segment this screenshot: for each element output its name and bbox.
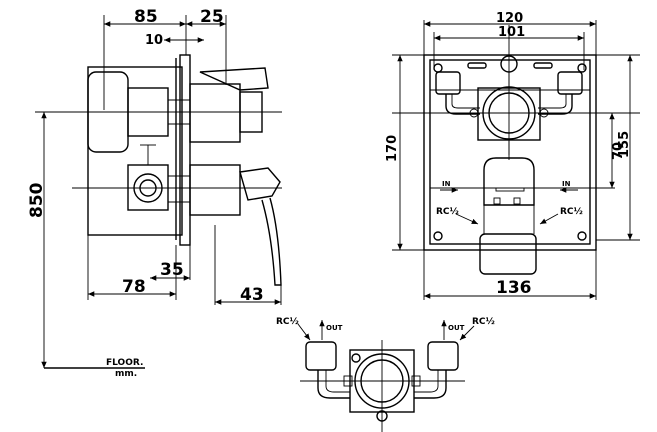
screw-bl xyxy=(433,231,443,241)
dim-43: 43 xyxy=(240,285,264,305)
dim-85: 85 xyxy=(134,7,158,27)
front-inner-box xyxy=(429,59,591,245)
in-right-label: IN xyxy=(562,180,571,188)
side-upper-cartridge xyxy=(189,83,241,143)
dim-101: 101 xyxy=(498,25,525,40)
side-view: 85 25 10 850 FLOOR. mm. 35 78 43 xyxy=(27,7,282,379)
rc-bottom-right: RC½ xyxy=(472,316,495,327)
side-handle xyxy=(261,197,282,286)
screw-br xyxy=(577,231,587,241)
screw-tr xyxy=(577,63,587,73)
rc-bottom-left: RC½ xyxy=(276,316,299,327)
rc-front-right: RC½ xyxy=(560,206,583,217)
side-wall-box xyxy=(87,66,183,236)
front-handle xyxy=(479,233,537,275)
front-right-inlet xyxy=(557,71,583,95)
in-left-label: IN xyxy=(442,180,451,188)
dim-850: 850 xyxy=(27,182,47,218)
front-left-inlet xyxy=(435,71,461,95)
dim-25: 25 xyxy=(200,7,224,27)
side-upper-lever xyxy=(199,67,269,91)
side-mounting-plate xyxy=(179,54,191,246)
front-view: IN IN RC½ RC½ 120 101 170 70 155 136 xyxy=(385,11,640,300)
floor-label: FLOOR. xyxy=(106,358,143,368)
dim-35: 35 xyxy=(160,260,184,280)
mm-label: mm. xyxy=(115,369,137,379)
out-right-label: OUT xyxy=(448,324,465,332)
out-left-label: OUT xyxy=(326,324,343,332)
screw-tl xyxy=(433,63,443,73)
bottom-left-inlet xyxy=(305,341,337,371)
bottom-right-inlet xyxy=(427,341,459,371)
side-lower-cartridge xyxy=(189,164,241,216)
rc-front-left: RC½ xyxy=(436,206,459,217)
bottom-view: RC½ OUT OUT RC½ xyxy=(276,316,495,432)
dim-155: 155 xyxy=(617,131,632,158)
side-spout xyxy=(239,167,281,201)
dim-10: 10 xyxy=(145,33,163,48)
front-spout-top xyxy=(483,157,535,206)
dim-136: 136 xyxy=(496,278,532,298)
dim-120: 120 xyxy=(496,11,523,26)
dim-78: 78 xyxy=(122,277,146,297)
dim-170: 170 xyxy=(385,135,400,162)
dim-70: 70 xyxy=(611,142,626,160)
front-outer-box xyxy=(423,54,597,251)
